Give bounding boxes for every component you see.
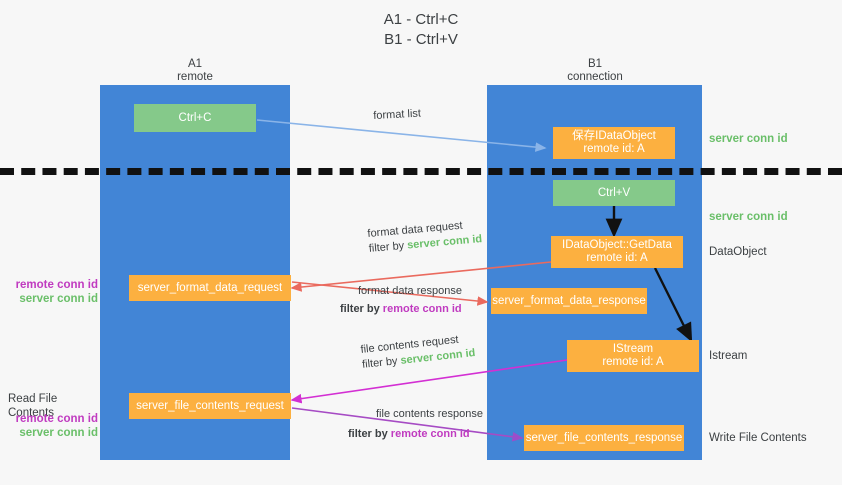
page-title: A1 - Ctrl+C B1 - Ctrl+V: [0, 10, 842, 50]
node-idataobject-getdata-line1: IDataObject::GetData: [562, 239, 672, 251]
filter-token-remote-conn-id-1: remote conn id: [382, 303, 462, 315]
column-b1-name: B1: [587, 58, 603, 70]
node-server-file-contents-response-label: server_file_contents_response: [525, 431, 683, 444]
column-header-b1: B1 connection: [520, 58, 670, 84]
annotation-conn-ids-lower: remote conn id server conn id: [8, 412, 98, 440]
filter-token-server-conn-id-1: server conn id: [406, 233, 483, 252]
column-b1-role: connection: [567, 71, 623, 83]
node-server-format-data-response-label: server_format_data_response: [492, 294, 646, 307]
node-istream[interactable]: IStream remote id: A: [567, 340, 699, 372]
node-server-file-contents-response[interactable]: server_file_contents_response: [524, 425, 684, 451]
annotation-write-file-contents: Write File Contents: [709, 432, 807, 444]
edge-label-format-data-request: format data request filter by server con…: [367, 219, 483, 255]
column-a1-name: A1: [187, 58, 203, 70]
annotation-istream: Istream: [709, 350, 748, 362]
annotation-server-conn-id-top: server conn id: [709, 133, 788, 145]
node-server-format-data-request[interactable]: server_format_data_request: [129, 275, 291, 301]
annotation-server-conn-id-mid: server conn id: [709, 211, 788, 223]
annotation-remote-conn-id-2: remote conn id: [15, 413, 98, 425]
column-a1-role: remote: [177, 71, 213, 83]
node-server-file-contents-request[interactable]: server_file_contents_request: [129, 393, 291, 419]
edge-label-format-data-response: format data response filter by remote co…: [340, 285, 462, 315]
node-save-idataobject-line1: 保存IDataObject: [572, 130, 656, 142]
node-save-idataobject-line2: remote id: A: [583, 143, 645, 155]
annotation-remote-conn-id-1: remote conn id: [15, 279, 98, 291]
title-line-2: B1 - Ctrl+V: [384, 31, 458, 48]
edge-label-file-contents-response: file contents response filter by remote …: [348, 408, 484, 440]
node-istream-line2: remote id: A: [602, 356, 664, 368]
annotation-conn-ids-upper: remote conn id server conn id: [8, 278, 98, 306]
node-ctrl-v[interactable]: Ctrl+V: [553, 180, 675, 206]
node-ctrl-c[interactable]: Ctrl+C: [134, 104, 256, 132]
node-server-file-contents-request-label: server_file_contents_request: [136, 399, 284, 412]
annotation-server-conn-id-left-1: server conn id: [19, 293, 98, 305]
filter-token-remote-conn-id-2: remote conn id: [390, 428, 470, 440]
node-ctrl-v-label: Ctrl+V: [597, 186, 631, 199]
node-ctrl-c-label: Ctrl+C: [178, 111, 212, 124]
node-server-format-data-response[interactable]: server_format_data_response: [491, 288, 647, 314]
edge-label-format-list: format list: [373, 107, 422, 122]
node-save-idataobject[interactable]: 保存IDataObject remote id: A: [553, 127, 675, 159]
title-line-1: A1 - Ctrl+C: [383, 11, 459, 28]
node-idataobject-getdata[interactable]: IDataObject::GetData remote id: A: [551, 236, 683, 268]
annotation-read-file-contents: Read File Contents: [8, 393, 58, 419]
node-idataobject-getdata-line2: remote id: A: [586, 252, 648, 264]
node-istream-line1: IStream: [612, 343, 654, 355]
edge-label-file-contents-request: file contents request filter by server c…: [360, 333, 476, 371]
phase-divider: [0, 168, 842, 175]
annotation-dataobject: DataObject: [709, 246, 767, 258]
column-header-a1: A1 remote: [120, 58, 270, 84]
annotation-server-conn-id-left-2: server conn id: [19, 427, 98, 439]
node-server-format-data-request-label: server_format_data_request: [137, 281, 283, 294]
